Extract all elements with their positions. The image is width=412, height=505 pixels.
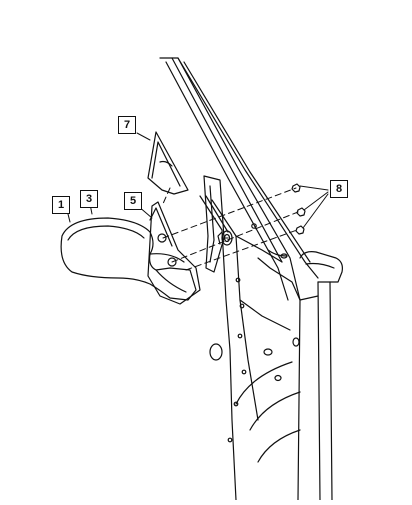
callout-8: 8 xyxy=(330,180,348,198)
callout-5: 5 xyxy=(124,192,142,210)
body-details xyxy=(210,224,299,442)
vehicle-body-right xyxy=(268,250,342,500)
callout-3-label: 3 xyxy=(85,192,93,205)
callout-7-label: 7 xyxy=(123,118,131,131)
callout-7: 7 xyxy=(118,116,136,134)
part-1-outside-mirror xyxy=(61,218,196,300)
leader-lines xyxy=(68,133,328,228)
part-5-mirror-base xyxy=(148,202,200,304)
vehicle-pillar-panel xyxy=(204,176,224,272)
callout-8-label: 8 xyxy=(335,182,343,195)
callout-5-label: 5 xyxy=(129,194,137,207)
part-7-trim-cover xyxy=(148,132,188,194)
callout-1: 1 xyxy=(52,196,70,214)
assembly-lines xyxy=(162,188,298,270)
callout-3: 3 xyxy=(80,190,98,208)
vehicle-a-pillar xyxy=(160,58,318,500)
vehicle-door-frame xyxy=(200,196,300,500)
callout-1-label: 1 xyxy=(57,198,65,211)
part-8-nuts xyxy=(292,184,305,234)
